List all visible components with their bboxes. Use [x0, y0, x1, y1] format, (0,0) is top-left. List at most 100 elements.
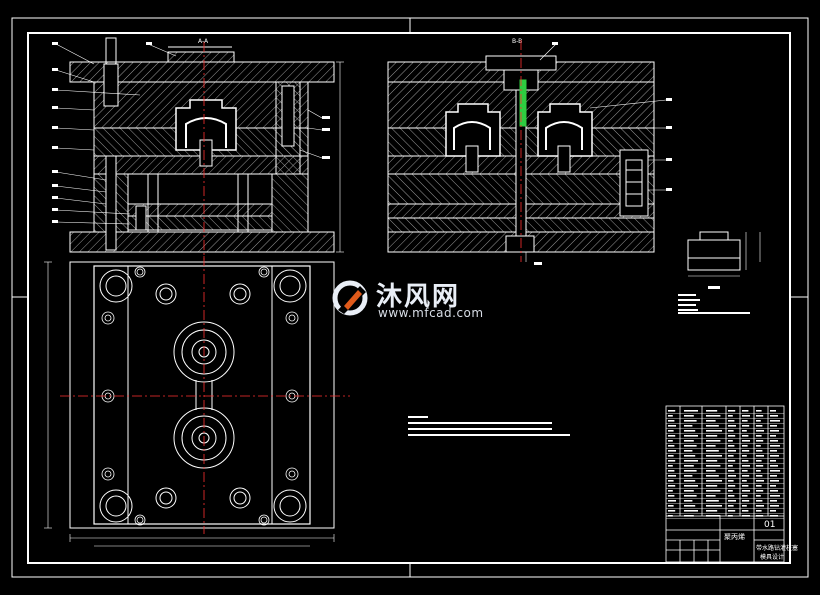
bom-cell-mark — [728, 425, 736, 427]
bom-cell-mark — [728, 490, 733, 492]
bom-cell-mark — [706, 445, 716, 447]
bom-cell-mark — [770, 410, 776, 412]
bom-cell-mark — [756, 450, 763, 452]
bom-cell-mark — [684, 445, 697, 447]
title-block-text: 01 聚丙烯 带水路钻灌柱塞 模具设计 — [724, 520, 798, 561]
bom-cell-mark — [728, 485, 736, 487]
bom-cell-mark — [706, 480, 722, 482]
material-label: 聚丙烯 — [724, 532, 745, 541]
bom-cell-mark — [728, 435, 736, 437]
bom-cell-mark — [668, 460, 676, 462]
bom-cell-mark — [742, 515, 750, 517]
section-aa-label: A-A — [198, 38, 209, 45]
bom-rows — [666, 410, 784, 519]
bom-cell-mark — [756, 490, 764, 492]
bom-cell-mark — [756, 440, 764, 442]
bom-cell-mark — [728, 465, 733, 467]
bom-cell-mark — [770, 415, 778, 417]
bom-cell-mark — [684, 435, 698, 437]
bom-cell-mark — [742, 470, 748, 472]
bom-cell-mark — [668, 510, 676, 512]
bom-cell-mark — [684, 505, 696, 507]
bom-cell-mark — [706, 495, 716, 497]
bom-cell-mark — [742, 465, 750, 467]
bom-cell-mark — [770, 440, 778, 442]
bom-cell-mark — [668, 470, 675, 472]
bom-cell-mark — [770, 505, 779, 507]
bom-cell-mark — [742, 460, 749, 462]
bom-cell-mark — [756, 470, 761, 472]
bom-cell-mark — [742, 490, 750, 492]
bom-cell-mark — [684, 420, 697, 422]
bom-cell-mark — [742, 500, 750, 502]
bom-cell-mark — [728, 445, 735, 447]
bom-cell-mark — [770, 495, 780, 497]
bom-cell-mark — [668, 435, 676, 437]
bom-cell-mark — [668, 420, 675, 422]
bom-cell-mark — [668, 445, 675, 447]
bom-cell-mark — [706, 465, 721, 467]
watermark-url: www.mfcad.com — [378, 306, 484, 320]
section-bb-view: B-B — [387, 38, 672, 265]
bom-cell-mark — [756, 475, 763, 477]
bom-cell-mark — [728, 455, 734, 457]
bom-cell-mark — [756, 515, 764, 517]
bom-cell-mark — [770, 430, 779, 432]
sheet-number: 01 — [764, 520, 775, 530]
bom-cell-mark — [756, 425, 763, 427]
bom-cell-mark — [706, 490, 721, 492]
bom-cell-mark — [742, 440, 750, 442]
bom-cell-mark — [706, 410, 718, 412]
bom-cell-mark — [770, 465, 778, 467]
bom-cell-mark — [770, 435, 776, 437]
bom-cell-mark — [668, 455, 674, 457]
section-bb-label: B-B — [512, 38, 522, 45]
bom-cell-mark — [742, 410, 749, 412]
part-detail-view — [687, 231, 761, 289]
bom-cell-mark — [684, 515, 694, 517]
bom-cell-mark — [706, 470, 716, 472]
bom-cell-mark — [756, 510, 762, 512]
bom-cell-mark — [756, 495, 761, 497]
bom-cell-mark — [684, 415, 694, 417]
bom-cell-mark — [668, 415, 673, 417]
bom-cell-mark — [770, 455, 779, 457]
bom-cell-mark — [770, 445, 780, 447]
bom-cell-mark — [756, 455, 764, 457]
sheet-border — [11, 17, 809, 578]
bom-cell-mark — [742, 480, 747, 482]
bom-cell-mark — [742, 485, 749, 487]
bom-cell-mark — [684, 465, 694, 467]
bom-cell-mark — [728, 460, 736, 462]
bom-cell-mark — [728, 470, 735, 472]
bom-cell-mark — [728, 415, 733, 417]
plan-view — [44, 256, 350, 547]
bom-cell-mark — [684, 440, 694, 442]
bom-cell-mark — [668, 495, 675, 497]
bom-cell-mark — [728, 500, 736, 502]
bom-cell-mark — [770, 515, 778, 517]
bom-cell-mark — [668, 485, 676, 487]
drawing-title-sub: 模具设计 — [760, 553, 784, 561]
bom-cell-mark — [742, 445, 748, 447]
bom-cell-mark — [742, 495, 748, 497]
bom-cell-mark — [770, 480, 779, 482]
bom-cell-mark — [684, 450, 693, 452]
bom-cell-mark — [684, 410, 698, 412]
bom-cell-mark — [706, 515, 721, 517]
bom-cell-mark — [756, 485, 762, 487]
bom-cell-mark — [668, 475, 676, 477]
bom-cell-mark — [728, 480, 734, 482]
bom-cell-mark — [706, 440, 721, 442]
bom-cell-mark — [742, 450, 750, 452]
bom-cell-mark — [742, 510, 749, 512]
bom-cell-mark — [770, 485, 776, 487]
bom-cell-mark — [728, 510, 736, 512]
bom-cell-mark — [668, 425, 676, 427]
bom-cell-mark — [770, 510, 776, 512]
bom-cell-mark — [706, 425, 719, 427]
bom-cell-mark — [756, 435, 762, 437]
bom-cell-mark — [706, 500, 719, 502]
bom-cell-mark — [756, 430, 764, 432]
